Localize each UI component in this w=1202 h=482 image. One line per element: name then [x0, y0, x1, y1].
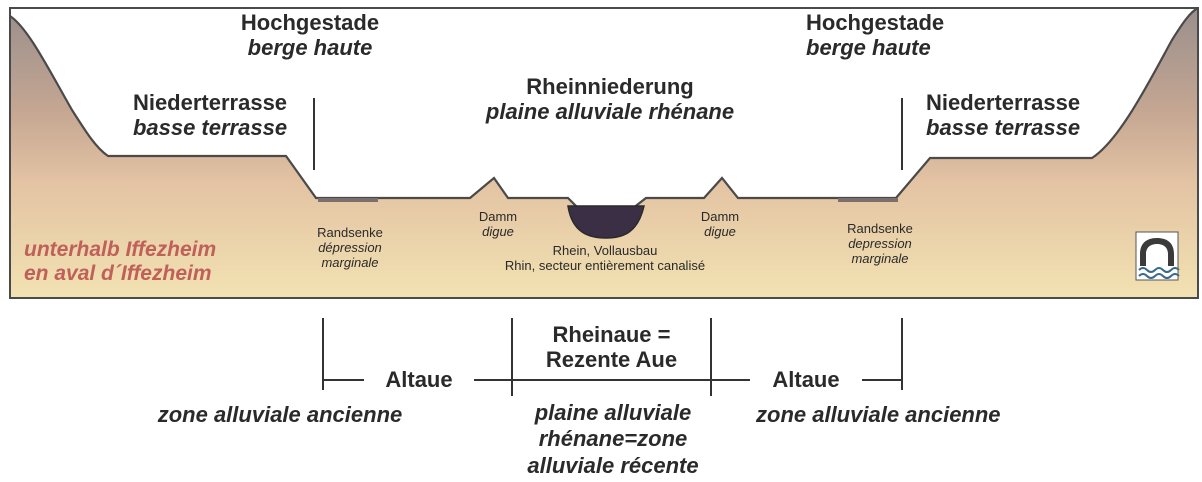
randsenke-right: Randsenke depression marginale [820, 222, 940, 267]
depression-left [318, 198, 378, 202]
altaue-left-fr: zone alluviale ancienne [140, 402, 420, 427]
damm-left: Damm digue [458, 210, 538, 240]
hochgestade-right: Hochgestade berge haute [806, 10, 966, 61]
rheinaue-label: Rheinaue = Rezente Aue [512, 322, 711, 373]
bridge-logo-icon [1136, 232, 1179, 280]
location-label: unterhalb Iffezheim en aval d´Iffezheim [24, 238, 216, 286]
river-label: Rhein, Vollausbau Rhin, secteur entièrem… [440, 244, 770, 274]
hochgestade-left: Hochgestade berge haute [230, 10, 390, 61]
niederterrasse-left: Niederterrasse basse terrasse [110, 90, 310, 141]
rheinniederung-title: Rheinniederung plaine alluviale rhénane [430, 74, 790, 125]
niederterrasse-right: Niederterrasse basse terrasse [926, 90, 1126, 141]
recent-floodplain-label: plaine alluviale rhénane=zone alluviale … [500, 400, 726, 479]
altaue-left: Altaue [364, 367, 474, 392]
damm-right: Damm digue [680, 210, 760, 240]
depression-right [838, 198, 898, 202]
altaue-right: Altaue [750, 367, 862, 392]
randsenke-left: Randsenke dépression marginale [290, 226, 410, 271]
altaue-right-fr: zone alluviale ancienne [756, 402, 1046, 427]
